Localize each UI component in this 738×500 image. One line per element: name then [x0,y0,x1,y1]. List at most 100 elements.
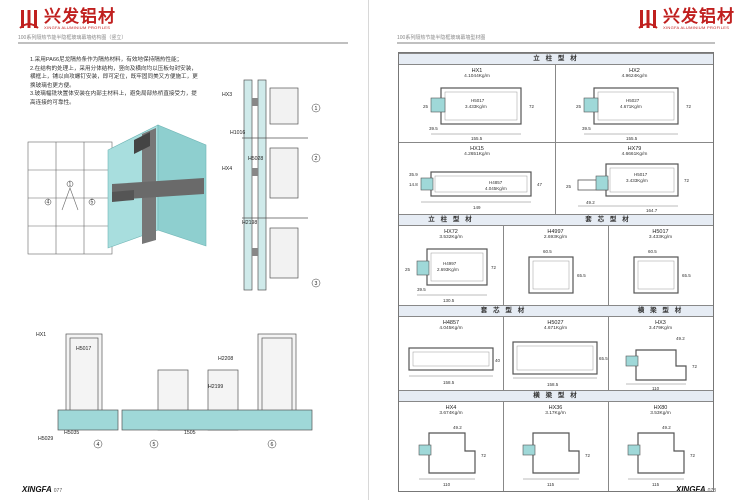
callout-h2198: H2198 [242,220,257,226]
note-1: 1.采用PA66尼龙隔热条作为隔热材料，有效地保持隔热性能； [30,57,183,63]
profile-weight: 3.479Kg/m [648,326,673,331]
dim-h: 72 [491,265,497,270]
dim-w: 60.5 [543,249,552,254]
inner-weight: 3.433Kg/m [465,104,487,109]
dim-d1: 25 [405,267,411,272]
profile-weight: 4.1044Kg/m [464,74,490,79]
dim-w: 155.5 [626,136,638,141]
footer-brand: XINGFA [22,485,52,494]
note-3: 3.玻璃幅铣块置体安装在内部主材料上，避免局部热桥直接受力，提高连接的可靠性。 [30,91,197,106]
callout-h1016: H1016 [230,130,245,136]
profile-drawing-hx1: H5017 3.433Kg/m 72 25 39.5 155.5 [423,87,535,141]
profile-drawing-hx15: H4857 4.045Kg/m 47 35.9 14.8 149 [409,171,543,210]
note-2: 2.在结构的处理上，采用分体结构，竖向及横向均以压板勾封安装，横框上，铺以自攻螺… [30,65,198,89]
profile-code: H4997 [547,229,564,235]
profile-weight: 3.674Kg/m [439,411,463,416]
inner-weight: 4.671Kg/m [620,104,642,109]
profile-drawing-h5027: 65.5 158.5 [512,341,608,387]
dim-h: 72 [684,178,690,183]
inner-code: H5017 [471,98,485,103]
dim-d1: 25 [566,184,572,189]
profile-code: HX72 [444,229,458,235]
callout-h5028: H5028 [248,156,263,162]
inner-code: H5017 [634,172,648,177]
dim-w: 110 [443,482,451,487]
profile-weight: 4.6661Kg/m [621,152,648,157]
dim-d2: 39.5 [429,126,438,131]
notes-block: 1.采用PA66尼龙隔热条作为隔热材料，有效地保持隔热性能； 2.在结构的处理上… [30,56,200,108]
profile-drawing-hx79: H5017 3.433Kg/m 72 25 49.2 164.7 [566,163,690,213]
header-rule [397,42,715,44]
dim-w: 158.5 [443,380,455,385]
section-title-columns-2: 立 柱 型 材 [399,214,503,226]
inner-code: H4997 [443,261,457,266]
dim-d1: 35.9 [409,172,418,177]
profile-cell-hx36: HX36 3.17Kg/m 72 115 [503,401,609,491]
callout-h5029: H5029 [38,436,53,442]
dim-h: 47 [537,182,543,187]
profile-drawing-hx36: 72 115 [522,432,591,487]
profile-drawing-h5017: 60.5 65.5 [633,249,691,294]
profile-code: HX36 [548,405,563,411]
dim-d1: 25 [423,104,429,109]
profile-code: H5027 [547,320,564,326]
profile-drawing-h4997: 60.5 65.5 [528,249,586,294]
profile-weight: 3.17Kg/m [545,411,566,416]
profile-cell-h5017: H5017 3.433Kg/m 60.5 65.5 [608,225,713,306]
left-page: 兴发铝材 XINGFA ALUMINIUM PROFILES 100系列隔热节能… [18,0,369,500]
dim-h: 72 [529,104,535,109]
callout-h2199: H2199 [208,384,223,390]
profile-cell-h4997: H4997 2.693Kg/m 60.5 65.5 [503,225,609,306]
callout-hx1: HX1 [36,332,46,338]
dim-h: 65.5 [682,273,691,278]
xingfa-logo-icon [19,10,39,29]
profile-weight: 4.9624Kg/m [621,74,648,79]
inner-weight: 4.045Kg/m [485,186,507,191]
profile-code: HX4 [445,405,457,411]
curtain-wall-3d-render [107,124,207,249]
profile-weight: 4.671Kg/m [543,326,568,331]
dim-d1: 25 [576,104,582,109]
profile-cell-hx1: HX1 4.1044Kg/m H5017 3.433Kg/m 72 25 39.… [399,64,556,143]
profile-cell-hx3: HX3 3.479Kg/m 49.2 72 110 [608,316,713,391]
dim-h: 72 [481,453,487,458]
dim-h: 65.5 [577,273,586,278]
profile-weight: 3.532Kg/m [439,235,463,240]
bottom-marker-6: 6 [271,442,274,448]
section-title-beams-2: 横 梁 型 材 [399,390,713,402]
dim-w: 130.5 [443,298,455,303]
section-marker-1: 1 [315,106,318,112]
xingfa-logo-icon [638,10,658,29]
dim-w: 110 [652,386,660,391]
brand-header-right: 兴发铝材 XINGFA ALUMINIUM PROFILES [637,8,735,30]
profile-code: HX15 [470,146,484,152]
profile-cell-h4857: H4857 4.045Kg/m 40 158.5 [399,316,504,391]
profile-code: H5017 [652,229,669,235]
brand-name: 兴发铝材 [663,7,735,26]
profile-drawing-h4857: 40 158.5 [408,347,501,385]
profile-cell-hx72: HX72 3.532Kg/m H4997 2.693Kg/m 72 25 39.… [399,225,504,306]
profile-weight: 2.693Kg/m [543,235,568,240]
header-rule [18,42,348,44]
profile-weight: 4.2651Kg/m [464,152,490,157]
dim-d1: 49.2 [676,336,685,341]
callout-hx4: HX4 [222,166,232,172]
profile-drawing-hx80: 49.2 72 115 [627,425,696,487]
profile-weight: 3.53Kg/m [650,411,671,416]
dim-w: 60.5 [648,249,657,254]
grid-marker-5: 5 [91,200,94,206]
profile-table: 立 柱 型 材 HX1 4.1044Kg/m H5017 3.433Kg/m 7… [398,52,714,492]
callout-1505: 1505 [184,430,196,436]
callout-h5035: H5035 [64,430,79,436]
dim-h: 72 [585,453,591,458]
brand-header-left: 兴发铝材 XINGFA ALUMINIUM PROFILES [18,8,116,30]
inner-code: H5027 [626,98,640,103]
dim-d2: 14.8 [409,182,418,187]
profile-cell-hx80: HX80 3.53Kg/m 49.2 72 115 [608,401,713,491]
callout-hx3: HX3 [222,92,232,98]
profile-code: HX80 [653,405,668,411]
dim-h: 72 [690,453,696,458]
vertical-section-diagram: 1 2 3 HX3 HX4 H1016 H5028 H2198 [222,79,321,291]
dim-w: 115 [547,482,555,487]
